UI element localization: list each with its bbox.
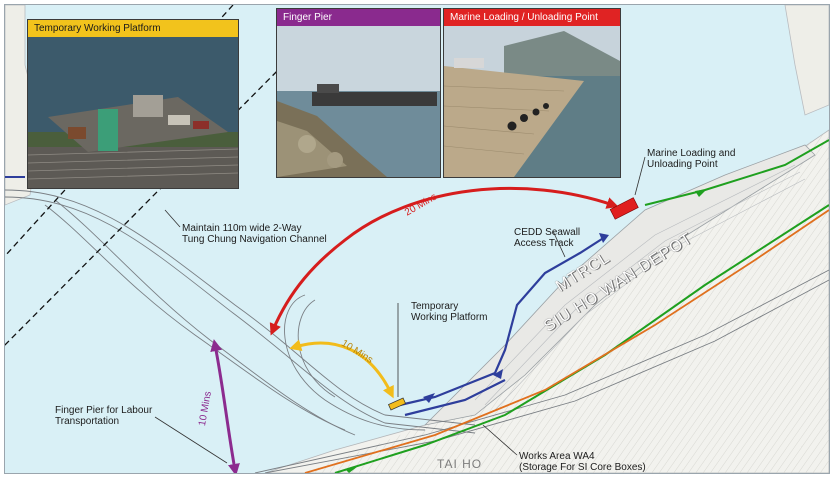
label-navigation-channel: Maintain 110m wide 2-Way Tung Chung Navi… [182,223,327,245]
green-arrow-2 [345,467,357,473]
platform-photo [28,37,238,188]
label-marine-point: Marine Loading and Unloading Point [647,148,736,170]
finger-pier-photo [277,26,440,177]
photo-marine-point: Marine Loading / Unloading Point [443,8,621,178]
channel-boundary-1 [5,5,234,257]
land-right-top [784,5,829,116]
photo-header-marine-point: Marine Loading / Unloading Point [444,9,620,26]
marine-point-marker [609,197,639,220]
photo-header-working-platform: Temporary Working Platform [28,20,238,37]
marine-point-photo [444,26,620,177]
photo-finger-pier: Finger Pier [276,8,441,178]
blue-arrow-1 [599,233,609,243]
label-working-platform: Temporary Working Platform [411,301,488,323]
leader-lines [154,156,646,464]
label-seawall-track: CEDD Seawall Access Track [514,227,581,249]
red-travel-arrow [269,186,619,336]
photo-header-finger-pier: Finger Pier [277,9,440,26]
purple-travel-arrow [210,339,240,473]
blue-arrow-2 [423,393,435,403]
label-finger-pier: Finger Pier for Labour Transportation [55,405,153,427]
blue-arrow-3 [493,369,503,379]
orange-route [304,209,829,473]
green-arrow-1 [695,189,707,197]
platform-marker [388,397,406,411]
photo-working-platform: Temporary Working Platform [27,19,239,189]
label-works-area: Works Area WA4 (Storage For SI Core Boxe… [519,451,646,473]
yellow-travel-arrow [289,339,394,399]
site-plan-map: Temporary Working Platform Finger Pier [4,4,830,474]
channel-boundary-2 [5,42,306,346]
hillside-contours [305,130,829,473]
map-canvas [5,5,829,473]
label-tai-ho: TAI HO [437,457,483,471]
